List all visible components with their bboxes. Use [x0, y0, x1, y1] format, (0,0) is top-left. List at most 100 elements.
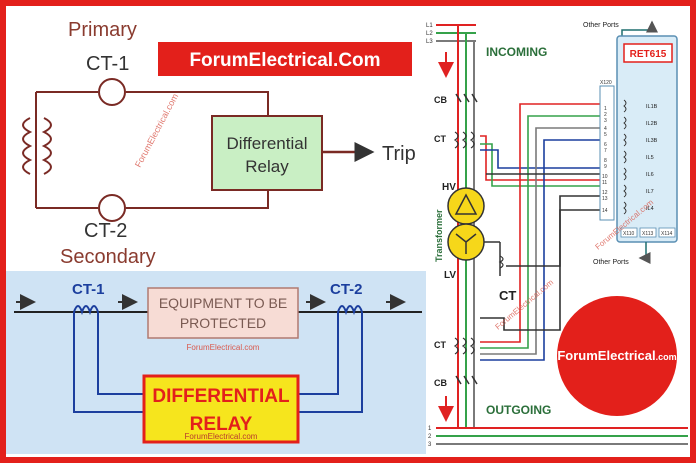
trip-label: Trip — [382, 143, 416, 165]
input-il2b: IL2B — [646, 121, 658, 127]
watermark-relay: ForumElectrical.com — [185, 432, 258, 441]
terminal-6: 6 — [604, 142, 607, 148]
relay-yellow-line2: RELAY — [190, 414, 253, 435]
port-x110-box — [620, 227, 638, 238]
equipment-box — [147, 287, 299, 339]
outgoing-label: OUTGOING — [486, 403, 551, 417]
terminal-13: 13 — [602, 196, 608, 202]
terminal-8: 8 — [604, 158, 607, 164]
input-il7: IL7 — [646, 189, 654, 195]
other-ports-bottom: Other Ports — [593, 259, 629, 266]
ct2-coil-bottom-icon — [337, 305, 363, 316]
differential-relay-box — [211, 115, 323, 191]
ret615-title: RET615 — [630, 49, 667, 60]
ct1-label-top: CT-1 — [86, 53, 129, 75]
other-ports-top: Other Ports — [583, 22, 619, 29]
ct2-label-top: CT-2 — [84, 220, 127, 242]
phase-3: 3 — [428, 442, 432, 448]
ct1-label-bottom: CT-1 — [72, 281, 105, 298]
terminal-9: 9 — [604, 164, 607, 170]
watermark-right-2: ForumElectrical.com — [494, 278, 556, 332]
input-il3b: IL3B — [646, 138, 658, 144]
phase-1: 1 — [428, 426, 432, 432]
primary-label: Primary — [68, 19, 137, 41]
ct2-coil-top — [98, 194, 126, 222]
port-x113: X113 — [642, 231, 654, 237]
transformer-label: Transformer — [434, 209, 444, 262]
relay-line1: Differential — [227, 134, 308, 153]
secondary-wire-outer — [73, 312, 363, 413]
phase-l2: L2 — [426, 31, 433, 37]
port-x113-box — [639, 227, 657, 238]
terminal-2: 2 — [604, 112, 607, 118]
relay-input-labels: IL1B IL2B IL3B IL5 IL6 IL7 IL4 — [646, 104, 658, 212]
circle-logo-suffix: .com — [656, 352, 677, 362]
hv-delta-icon — [454, 193, 478, 215]
ret615-title-box — [623, 43, 673, 63]
lv-wye-icon — [455, 233, 477, 254]
cb-bottom-switch — [455, 375, 478, 385]
other-ports-top-arrow — [621, 20, 658, 36]
input-il4: IL4 — [646, 206, 654, 212]
terminal-7: 7 — [604, 148, 607, 154]
brand-circle-logo — [557, 296, 677, 416]
other-ports-bottom-arrow — [638, 242, 651, 264]
transformer-coil-icon — [22, 117, 52, 175]
terminal-14: 14 — [602, 208, 608, 214]
relay-inputs — [623, 99, 627, 215]
relay-yellow-line1: DIFFERENTIAL — [152, 386, 290, 407]
ct2-label-bottom: CT-2 — [330, 281, 363, 298]
watermark-equipment: ForumElectrical.com — [187, 343, 260, 352]
equipment-line1: EQUIPMENT TO BE — [159, 295, 287, 311]
ct-label-top: CT — [434, 134, 446, 144]
ct1-coil-top — [98, 78, 126, 106]
ct-secondary-wires — [480, 103, 600, 361]
lower-diagram: CT-1 CT-2 EQUIPMENT TO BE PROTECTED Foru… — [6, 271, 426, 454]
brand-banner — [158, 42, 412, 76]
hv-label: HV — [442, 182, 456, 193]
terminal-12: 12 — [602, 190, 608, 196]
incoming-label: INCOMING — [486, 45, 547, 59]
terminal-numbers: 1 2 3 4 5 6 7 8 9 10 11 12 13 14 — [602, 106, 608, 214]
ct1-coil-bottom-icon — [73, 305, 99, 316]
phase-2: 2 — [428, 434, 432, 440]
terminal-4: 4 — [604, 126, 607, 132]
equipment-line2: PROTECTED — [180, 315, 266, 331]
terminal-1: 1 — [604, 106, 607, 112]
brand-banner-text: ForumElectrical.Com — [189, 50, 380, 71]
neutral-ct-coil-icon — [498, 255, 504, 269]
terminal-5: 5 — [604, 132, 607, 138]
phase-l1: L1 — [426, 23, 433, 29]
terminal-11: 11 — [602, 180, 607, 186]
port-x110: X110 — [623, 231, 635, 237]
ct-label-bottom: CT — [434, 340, 446, 350]
input-il1b: IL1B — [646, 104, 658, 110]
right-diagram: L1 L2 L3 INCOMING OUTGOING CB CB CT CT C… — [426, 20, 688, 448]
relay-line2: Relay — [245, 157, 289, 176]
ret615-relay-box — [616, 35, 678, 243]
ct-top-coil-icon — [453, 131, 475, 149]
cb-label-top: CB — [434, 95, 447, 105]
secondary-wire-inner — [97, 312, 339, 395]
secondary-label: Secondary — [60, 246, 156, 268]
input-il5: IL5 — [646, 155, 654, 161]
input-il6: IL6 — [646, 172, 654, 178]
port-x114: X114 — [661, 231, 673, 237]
primary-loop — [35, 91, 269, 209]
phase-l3: L3 — [426, 39, 433, 45]
watermark-top: ForumElectrical.com — [133, 92, 180, 169]
terminal-block-label: X120 — [600, 80, 612, 86]
differential-relay-yellow — [142, 374, 300, 444]
terminal-3: 3 — [604, 118, 607, 124]
terminal-10: 10 — [602, 174, 608, 180]
lv-label: LV — [444, 270, 456, 281]
circle-logo-text: ForumElectrical.com — [557, 348, 676, 363]
circle-logo-main: ForumElectrical — [557, 348, 655, 363]
terminal-block — [599, 85, 615, 221]
ct-label-mid: CT — [499, 288, 516, 303]
cb-top-switch — [455, 93, 478, 103]
ct-bottom-coil-icon — [453, 337, 475, 355]
